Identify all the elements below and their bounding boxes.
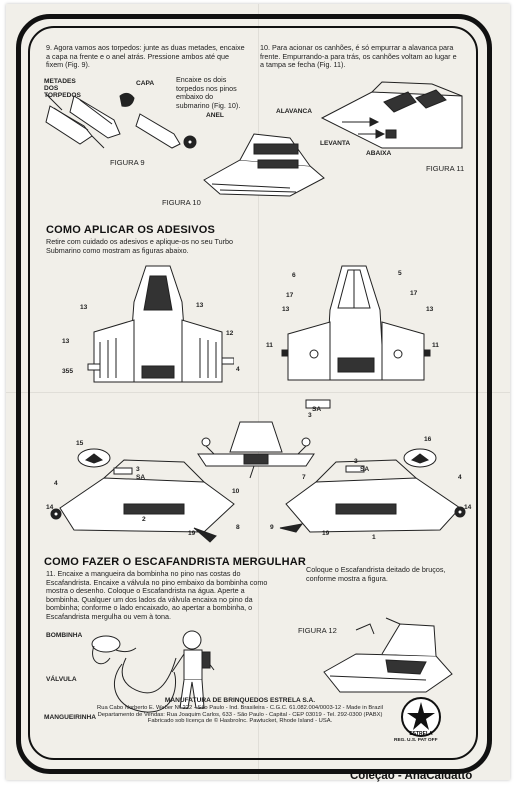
sticker-top-view-center (197, 421, 315, 479)
label-alavanca: ALAVANCA (276, 108, 313, 115)
sticker-callout: 4 (458, 474, 462, 481)
estrela-logo: ESTRELA (401, 697, 441, 737)
section-title-escafandrista: COMO FAZER O ESCAFANDRISTA MERGULHAR (44, 556, 307, 568)
sticker-callout: 14 (46, 504, 54, 511)
sticker-callout: 17 (286, 292, 294, 299)
cannon-fig11-illustration (320, 81, 463, 149)
section-title-adesivos: COMO APLICAR OS ADESIVOS (46, 224, 215, 236)
sticker-callout: 13 (282, 306, 290, 313)
sticker-callout: 17 (410, 290, 418, 297)
sticker-side-view-right (279, 448, 466, 533)
sticker-callout: 4 (54, 480, 58, 487)
step10-text: 10. Para acionar os canhões, é só empurr… (260, 43, 457, 70)
sticker-callout: 1 (372, 534, 376, 541)
sticker-callout: SA (312, 406, 322, 413)
step11-text: 11. Encaixe a mangueira da bombinha no p… (46, 569, 268, 621)
sticker-callout: 19 (188, 530, 196, 537)
footer-line1: Rua Cabo Norberto E. Weber Nº 222 - São … (97, 704, 383, 711)
sticker-callout: 12 (226, 330, 234, 337)
step9-note: Encaixe os dois torpedos nos pinos embai… (176, 75, 241, 110)
fold-line-horizontal (6, 392, 510, 393)
label-valvula: VÁLVULA (46, 676, 77, 683)
sticker-callout: 3 (354, 458, 358, 465)
sticker-callout: 19 (322, 530, 330, 537)
sticker-callout: 2 (142, 516, 146, 523)
sticker-rear-view-right (281, 265, 431, 409)
label-metades: METADES DOS TORPEDOS (44, 78, 81, 99)
adesivos-text: Retire com cuidado os adesivos e aplique… (46, 237, 233, 255)
sticker-callout: 9 (270, 524, 274, 531)
label-bombinha: BOMBINHA (46, 632, 83, 639)
sticker-callout: 15 (76, 440, 84, 447)
footer-company: MANUFATURA DE BRINQUEDOS ESTRELA S.A. (164, 697, 316, 704)
sticker-side-view-left (50, 448, 235, 543)
trademark-note: REG. U.S. PAT OFF (394, 738, 438, 743)
sticker-callout: 8 (236, 524, 240, 531)
page-frame-outer (16, 14, 492, 774)
sticker-callout: 6 (292, 272, 296, 279)
sticker-callout: 355 (62, 368, 74, 375)
collection-credit: Coleção - AnaCaldatto (350, 770, 473, 782)
escafandrista-note: Coloque o Escafandrista deitado de bruço… (306, 565, 446, 583)
logo-text: ESTRELA (409, 731, 433, 737)
sticker-callout: 11 (432, 342, 439, 349)
label-mangueirinha: MANGUEIRINHA (44, 714, 97, 721)
footer-block: MANUFATURA DE BRINQUEDOS ESTRELA S.A. Ru… (90, 697, 390, 725)
torpedo-illustration (45, 92, 197, 149)
fold-line-vertical (258, 4, 259, 780)
sticker-callout: 13 (80, 304, 88, 311)
label-levanta: LEVANTA (320, 140, 351, 147)
footer-line3: Fabricado sob licença de © HasbroInc. Pa… (147, 718, 333, 725)
figure12-caption: FIGURA 12 (298, 626, 337, 635)
sticker-callout: 3 (136, 466, 140, 473)
sticker-callout: SA (360, 466, 370, 473)
figure11-caption: FIGURA 11 (426, 164, 465, 173)
step9-text: 9. Agora vamos aos torpedos: junte as du… (46, 43, 245, 70)
sticker-callout: 16 (424, 436, 432, 443)
sticker-callout: 14 (464, 504, 472, 511)
sticker-callout: 13 (426, 306, 434, 313)
sticker-front-view-left (87, 265, 234, 383)
sticker-callout: 10 (232, 488, 240, 495)
sticker-callout: 7 (302, 474, 306, 481)
page-frame-inner (28, 26, 478, 760)
sticker-callout: SA (136, 474, 146, 481)
figure9-caption: FIGURA 9 (110, 158, 145, 167)
label-capa: CAPA (136, 80, 155, 87)
sticker-callout: 3 (308, 412, 312, 419)
submarine-fig12-illustration (323, 617, 453, 693)
sticker-callout: 13 (196, 302, 204, 309)
sticker-callout: 5 (398, 270, 402, 277)
label-abaixa: ABAIXA (366, 150, 392, 157)
sticker-callout: 11 (266, 342, 273, 349)
submarine-fig10-illustration (203, 133, 325, 197)
footer-line2: Departamento de Vendas: Rua Joaquim Carl… (97, 711, 383, 718)
diver-pump-illustration (91, 630, 215, 713)
sticker-callout: 4 (236, 366, 240, 373)
label-anel: ANEL (206, 112, 224, 119)
sticker-callout: 13 (62, 338, 70, 345)
figure10-caption: FIGURA 10 (162, 198, 201, 207)
